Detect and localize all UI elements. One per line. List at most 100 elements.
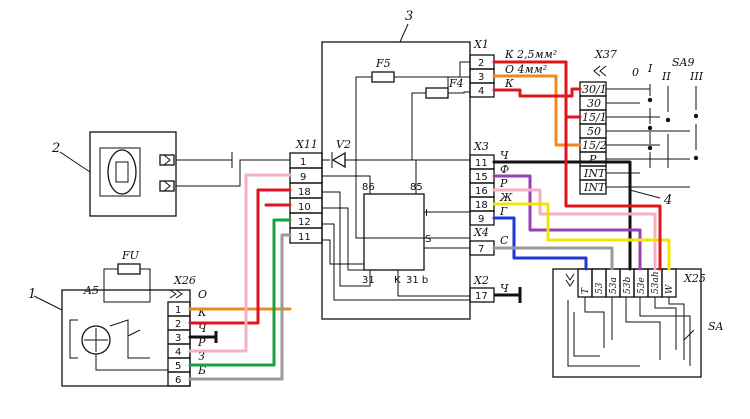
x2-pin: 17 — [475, 291, 488, 302]
motor-bracket-left — [99, 147, 110, 197]
connector-x11: X11 1 9 18 10 12 11 — [289, 138, 323, 244]
rail-f4-left — [411, 92, 470, 161]
x37-terminal: INT — [583, 167, 607, 180]
x4-label: X4 — [473, 226, 489, 239]
motor-wire-bottom — [176, 159, 290, 187]
connector-x2: X2 17 Ч — [469, 274, 522, 303]
x3-label: X3 — [473, 140, 489, 153]
relay-k-line — [322, 207, 364, 271]
sa9-position-iii: III — [689, 70, 704, 83]
assembly-wire — [95, 354, 168, 371]
assembly-number: 1 — [28, 287, 36, 302]
x37-terminal: P — [588, 153, 597, 166]
x37-terminal: 30 — [587, 97, 601, 110]
sa9-contact — [665, 117, 671, 123]
assembly-leader — [33, 295, 63, 311]
motor-bracket — [110, 147, 141, 197]
assembly-bracket — [69, 319, 78, 359]
connector-x37: X37 30/1 30 15/1 50 15/2 P INT INT 0 I I… — [579, 48, 704, 208]
x25-terminal: 53b — [623, 277, 633, 294]
x1-wire-label: О 4мм² — [505, 63, 547, 76]
wires — [188, 60, 671, 381]
x26-label: X26 — [173, 274, 196, 287]
x25-terminal: 53a — [609, 277, 619, 294]
x11-pin: 1 — [300, 157, 306, 168]
x26-wire-label: Р — [197, 336, 206, 349]
motor-housing — [89, 131, 177, 217]
x37-terminal: 15/1 — [582, 111, 607, 124]
rail-x11-12 — [322, 223, 470, 301]
motor-armature — [115, 161, 129, 183]
motor-cross — [84, 328, 108, 352]
x25-terminal: 53e — [637, 277, 647, 294]
x11-pin: 12 — [298, 217, 311, 228]
relay-31b-line — [397, 270, 470, 297]
x25-terminal: 53 — [595, 282, 605, 294]
plug-icon — [169, 289, 183, 299]
x11-pin: 11 — [298, 232, 311, 243]
relay-pin-s: S — [425, 234, 431, 245]
fuse-fu-label: FU — [121, 249, 140, 262]
connector-x1: X1 2 3 4 К 2,5мм² О 4мм² К — [469, 38, 557, 98]
x3-pin: 9 — [478, 214, 484, 225]
x3-wire-label: Ф — [500, 163, 509, 176]
assembly-switch-arm — [127, 329, 141, 337]
relay-pin-31: 31 — [362, 275, 375, 286]
x25-terminal: 53ah — [651, 271, 661, 294]
wire-x3-9-blue — [492, 216, 588, 271]
x37-label: X37 — [594, 48, 617, 61]
rail-f5-left — [355, 76, 470, 239]
diode-v2-symbol — [331, 151, 346, 169]
x37-terminal: 30/1 — [582, 83, 607, 96]
cable-number: 4 — [663, 193, 672, 208]
x37-terminal: 50 — [587, 125, 601, 138]
x11-pin: 18 — [298, 187, 311, 198]
x4-wire-label: С — [500, 234, 509, 247]
x26-pin: 4 — [175, 347, 181, 358]
assembly-contact — [109, 319, 150, 359]
wire-x26-5-green — [188, 218, 292, 367]
x3-pin: 16 — [475, 186, 488, 197]
x26-pin: 6 — [175, 375, 181, 386]
block-3-leader — [399, 23, 409, 43]
relay — [363, 193, 425, 271]
sa9-contact — [647, 97, 653, 103]
sa9-position-ii: II — [661, 70, 671, 83]
x1-pin: 2 — [478, 58, 484, 69]
wire-x3-16-pink — [492, 188, 657, 271]
x3-wire-label: Ж — [499, 191, 513, 204]
x1-wire-label: К — [504, 77, 514, 90]
x26-pin: 2 — [175, 319, 181, 330]
x26-wire-label: К — [197, 306, 207, 319]
fuse-fu-loop — [103, 268, 151, 303]
motor-plug-icon — [163, 154, 171, 166]
fuse-f4 — [425, 87, 449, 99]
x26-wire-label: Б — [197, 364, 206, 377]
sa9-label: SA9 — [672, 56, 694, 69]
connector-x4: X4 7 С — [469, 226, 509, 256]
rail-f4-right — [447, 76, 470, 93]
motor-number: 2 — [51, 141, 60, 156]
wire-x37-red — [564, 115, 662, 271]
x2-wire-label: Ч — [500, 282, 509, 295]
control-block-3: 3 F5 F4 V2 86 85 I S 31 K 31 b — [321, 9, 471, 320]
wire-x3-15-violet — [492, 174, 642, 271]
cable-leader — [629, 189, 661, 199]
fuse-f4-label: F4 — [448, 77, 464, 90]
unit-a5-label: A5 — [83, 284, 99, 297]
fuse-f5-label: F5 — [375, 57, 391, 70]
x3-pin: 11 — [475, 158, 488, 169]
x3-wire-label: Р — [499, 177, 508, 190]
fuse-fu — [117, 263, 141, 275]
relay-pin-31b: 31 b — [406, 275, 428, 286]
x26-wire-label: З — [198, 350, 205, 363]
sa9-contact — [647, 125, 653, 131]
x37-terminal: 15/2 — [582, 139, 607, 152]
x26-pin: 3 — [175, 333, 181, 344]
motor-icon — [107, 149, 137, 195]
wire-x26-2-red — [188, 188, 292, 325]
motor-plug-icon — [163, 180, 171, 192]
x25-terminal: W — [665, 284, 675, 294]
